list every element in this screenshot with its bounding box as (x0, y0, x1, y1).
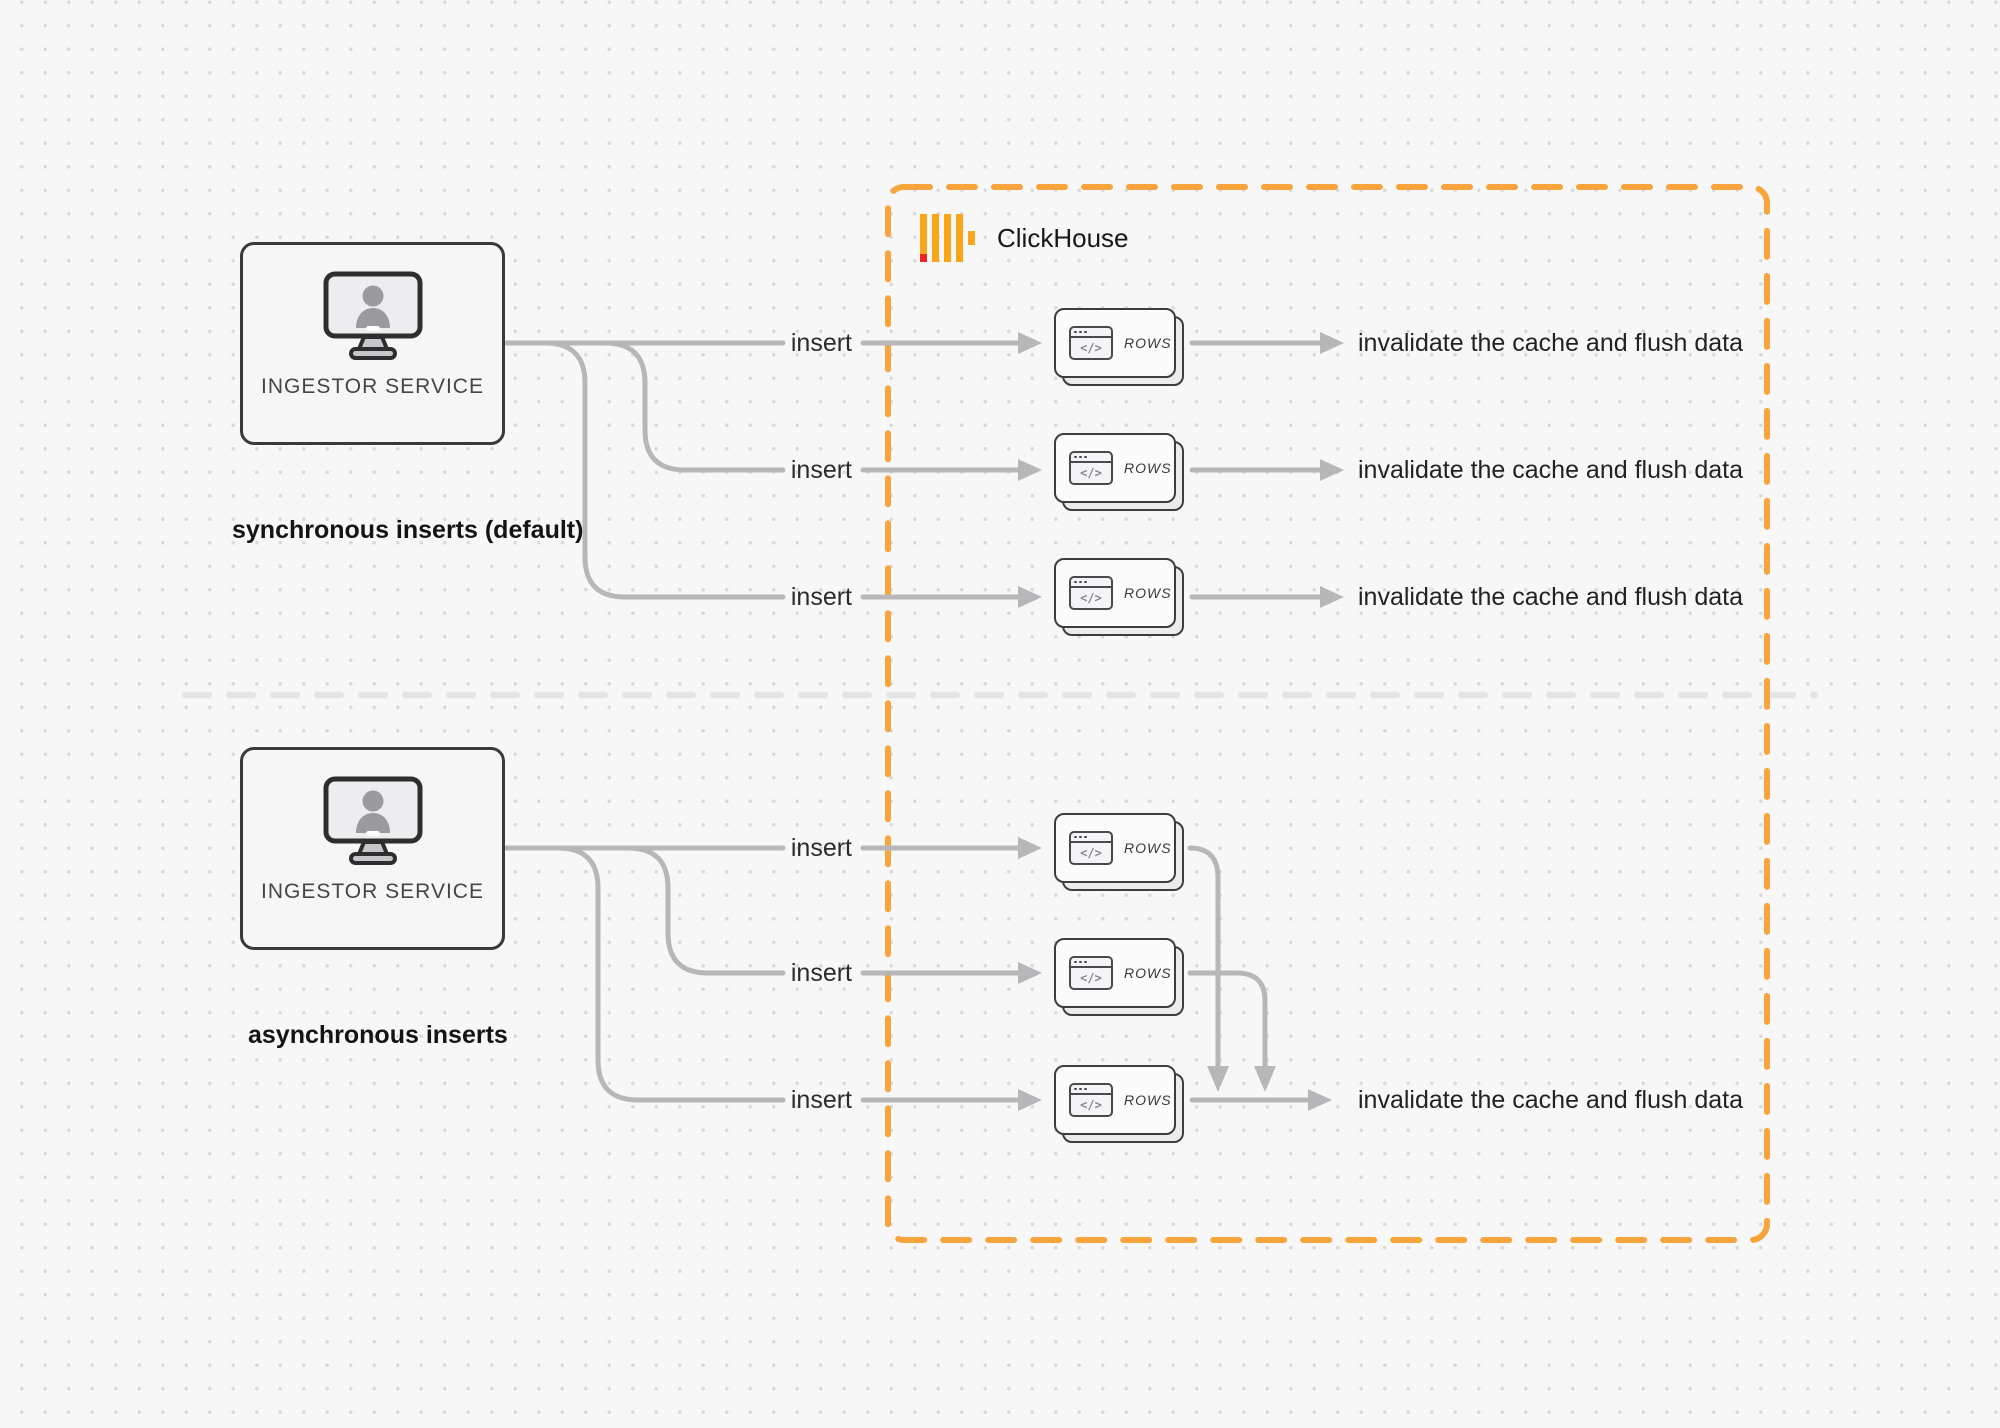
monitor-user-icon (323, 776, 422, 865)
rows-label: ROWS (1124, 1092, 1172, 1108)
service-label: INGESTOR SERVICE (261, 880, 484, 903)
invalidate-label: invalidate the cache and flush data (1358, 583, 1743, 611)
rows-label: ROWS (1124, 965, 1172, 981)
invalidate-label: invalidate the cache and flush data (1358, 456, 1743, 484)
insert-label: insert (790, 834, 852, 862)
insert-label: insert (790, 1086, 852, 1114)
async-arrowheads (1018, 837, 1332, 1111)
rows-card: </> ROWS (1054, 813, 1185, 892)
monitor-user-icon (323, 271, 422, 360)
rows-card: </> ROWS (1054, 308, 1185, 387)
clickhouse-dashed-boundary (885, 184, 1770, 1243)
rows-label: ROWS (1124, 460, 1172, 476)
async-connectors (504, 845, 1311, 1103)
service-label: INGESTOR SERVICE (261, 375, 484, 398)
rows-label: ROWS (1124, 335, 1172, 351)
insert-label: insert (790, 583, 852, 611)
browser-window-code-icon: </> (1069, 326, 1113, 360)
invalidate-label: invalidate the cache and flush data (1358, 329, 1743, 357)
clickhouse-header: ClickHouse (920, 214, 1129, 262)
clickhouse-logo-icon (920, 214, 975, 262)
rows-card: </> ROWS (1054, 558, 1185, 637)
insert-label: insert (790, 959, 852, 987)
invalidate-label: invalidate the cache and flush data (1358, 1086, 1743, 1114)
rows-label: ROWS (1124, 840, 1172, 856)
browser-window-code-icon: </> (1069, 831, 1113, 865)
sync-connectors (504, 340, 1323, 600)
rows-card: </> ROWS (1054, 1065, 1185, 1144)
sync-arrowheads (1018, 332, 1344, 608)
insert-label: insert (790, 456, 852, 484)
browser-window-code-icon: </> (1069, 956, 1113, 990)
rows-card: </> ROWS (1054, 433, 1185, 512)
rows-label: ROWS (1124, 585, 1172, 601)
sync-caption: synchronous inserts (default) (232, 516, 584, 544)
clickhouse-label: ClickHouse (997, 222, 1129, 253)
browser-window-code-icon: </> (1069, 1083, 1113, 1117)
browser-window-code-icon: </> (1069, 451, 1113, 485)
ingestor-service-node-sync: INGESTOR SERVICE (240, 242, 505, 445)
rows-card: </> ROWS (1054, 938, 1185, 1017)
insert-label: insert (790, 329, 852, 357)
async-caption: asynchronous inserts (248, 1021, 508, 1049)
browser-window-code-icon: </> (1069, 576, 1113, 610)
ingestor-service-node-async: INGESTOR SERVICE (240, 747, 505, 950)
